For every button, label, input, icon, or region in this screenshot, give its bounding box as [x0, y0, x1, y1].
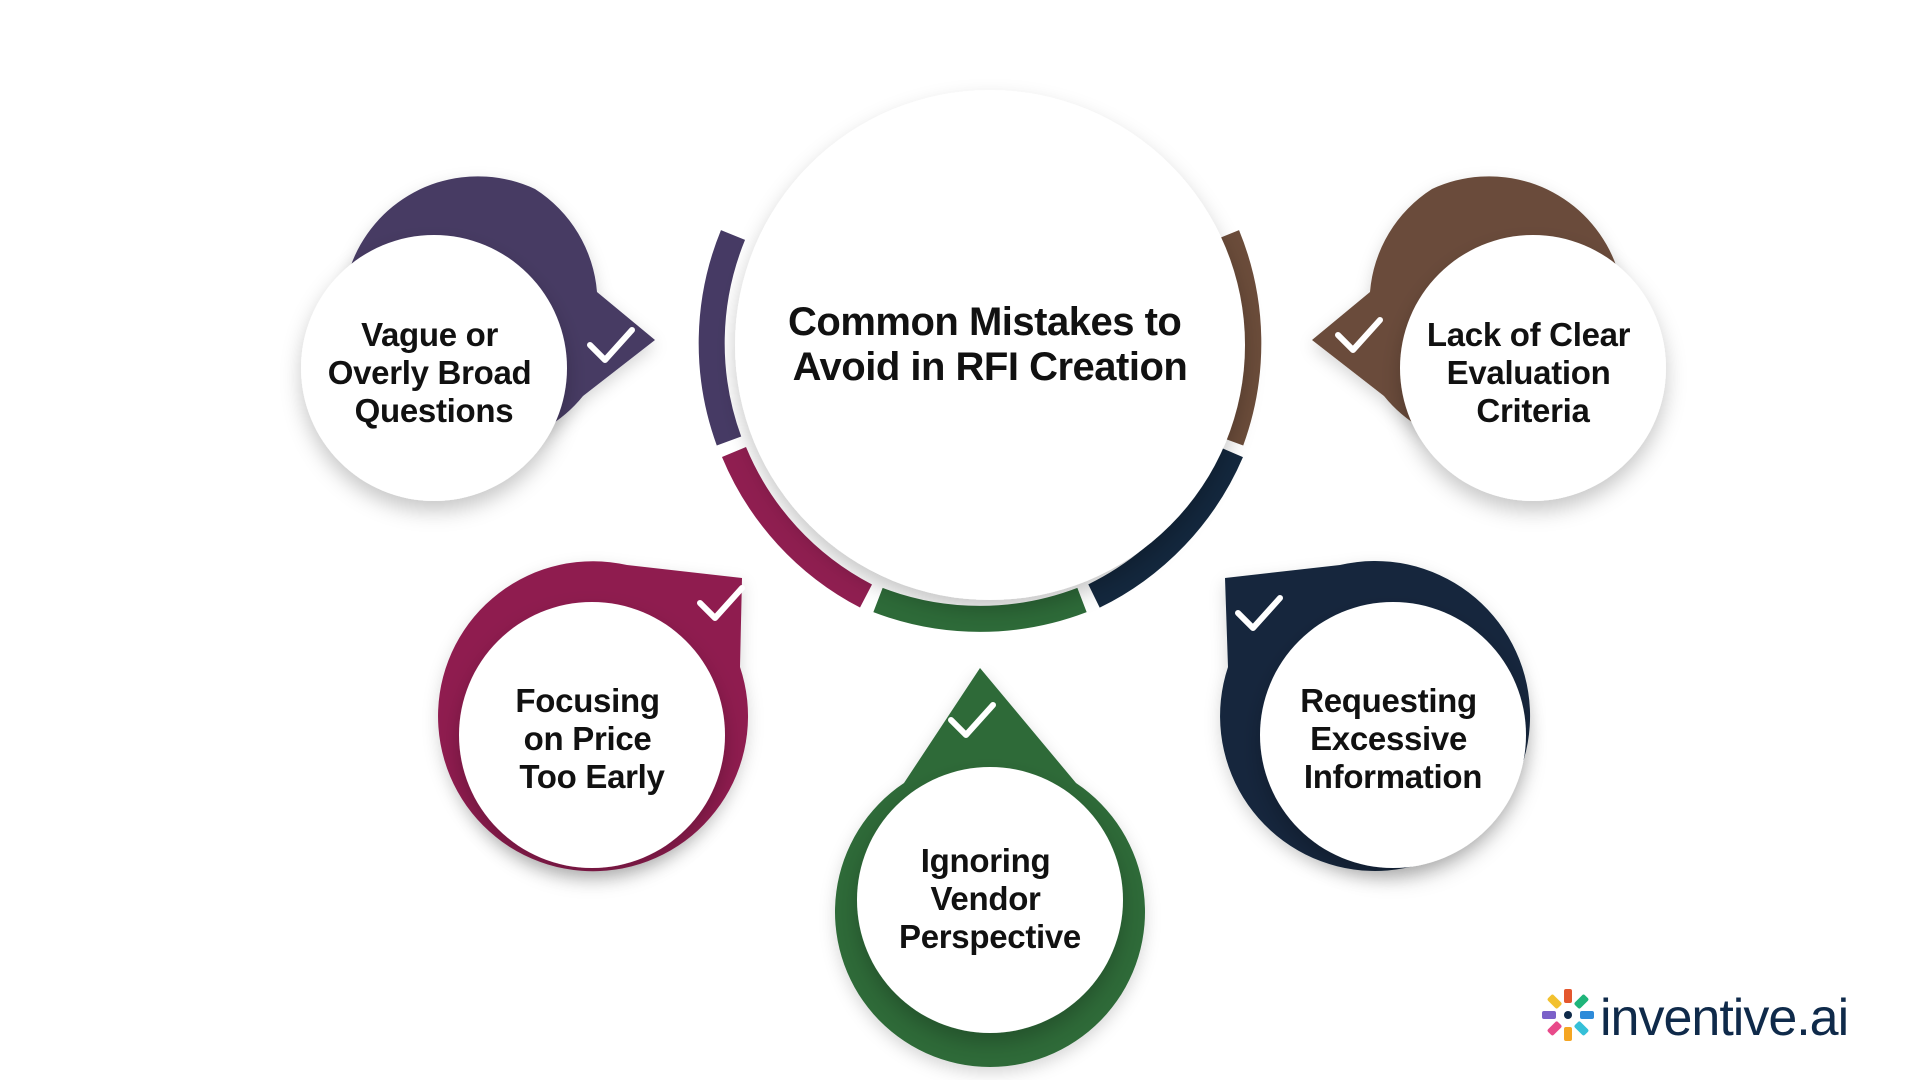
- center-node: Common Mistakes to Avoid in RFI Creation: [735, 90, 1245, 600]
- item-label-line-1: Focusing: [515, 682, 659, 719]
- item-label-line-3: Questions: [355, 392, 514, 429]
- check-icon: [1335, 317, 1383, 353]
- item-label-line-2: on Price: [524, 720, 652, 757]
- item-inner-circle: [459, 602, 725, 868]
- item-label-line-1: Requesting: [1300, 682, 1477, 719]
- check-icon: [1235, 595, 1283, 631]
- check-icon: [697, 585, 745, 621]
- center-title-line-1: Common Mistakes to: [788, 300, 1181, 344]
- ring-segment-green: [873, 587, 1087, 632]
- item-price-early: Focusing on Price Too Early: [438, 561, 749, 872]
- item-label: Ignoring Vendor Perspective: [899, 842, 1081, 955]
- item-label-line-3: Criteria: [1476, 392, 1590, 429]
- center-title: Common Mistakes to Avoid in RFI Creation: [788, 300, 1192, 389]
- item-label-line-3: Information: [1304, 758, 1482, 795]
- item-inner-circle: [1260, 602, 1526, 868]
- ring-segment-purple: [698, 230, 746, 446]
- center-title-line-2: Avoid in RFI Creation: [793, 345, 1188, 389]
- item-label: Vague or Overly Broad Questions: [328, 316, 541, 429]
- ring-segment-magenta: [721, 446, 873, 608]
- item-label-line-2: Excessive: [1310, 720, 1467, 757]
- item-label: Lack of Clear Evaluation Criteria: [1427, 316, 1639, 429]
- item-label-line-1: Ignoring: [921, 842, 1051, 879]
- check-icon: [948, 702, 996, 738]
- item-label-line-3: Perspective: [899, 918, 1081, 955]
- brand-wordmark: inventive.ai: [1600, 989, 1848, 1047]
- item-label-line-2: Overly Broad: [328, 354, 532, 391]
- brand-logo: inventive.ai: [1542, 989, 1849, 1047]
- item-inner-circle: [301, 235, 567, 501]
- item-evaluation-criteria: Lack of Clear Evaluation Criteria: [1312, 176, 1666, 501]
- item-label-line-1: Lack of Clear: [1427, 316, 1631, 353]
- center-ring: [698, 230, 1262, 632]
- brand-suffix: .ai: [1796, 989, 1848, 1047]
- check-icon: [587, 327, 635, 363]
- item-label: Focusing on Price Too Early: [515, 682, 668, 795]
- item-inner-circle: [857, 767, 1123, 1033]
- ring-segment-navy: [1088, 446, 1243, 608]
- item-label-line-2: Evaluation: [1447, 354, 1611, 391]
- item-label-line-2: Vendor: [931, 880, 1042, 917]
- item-label-line-3: Too Early: [519, 758, 665, 795]
- item-label: Requesting Excessive Information: [1300, 682, 1486, 795]
- item-label-line-1: Vague or: [361, 316, 498, 353]
- item-vendor-perspective: Ignoring Vendor Perspective: [835, 668, 1145, 1067]
- item-excessive-info: Requesting Excessive Information: [1220, 560, 1531, 871]
- ring-segment-brown: [1214, 230, 1262, 446]
- brand-name: inventive: [1600, 989, 1796, 1047]
- inventive-logo-mark: [1542, 989, 1594, 1041]
- item-inner-circle: [1400, 235, 1666, 501]
- item-vague-questions: Vague or Overly Broad Questions: [301, 176, 655, 501]
